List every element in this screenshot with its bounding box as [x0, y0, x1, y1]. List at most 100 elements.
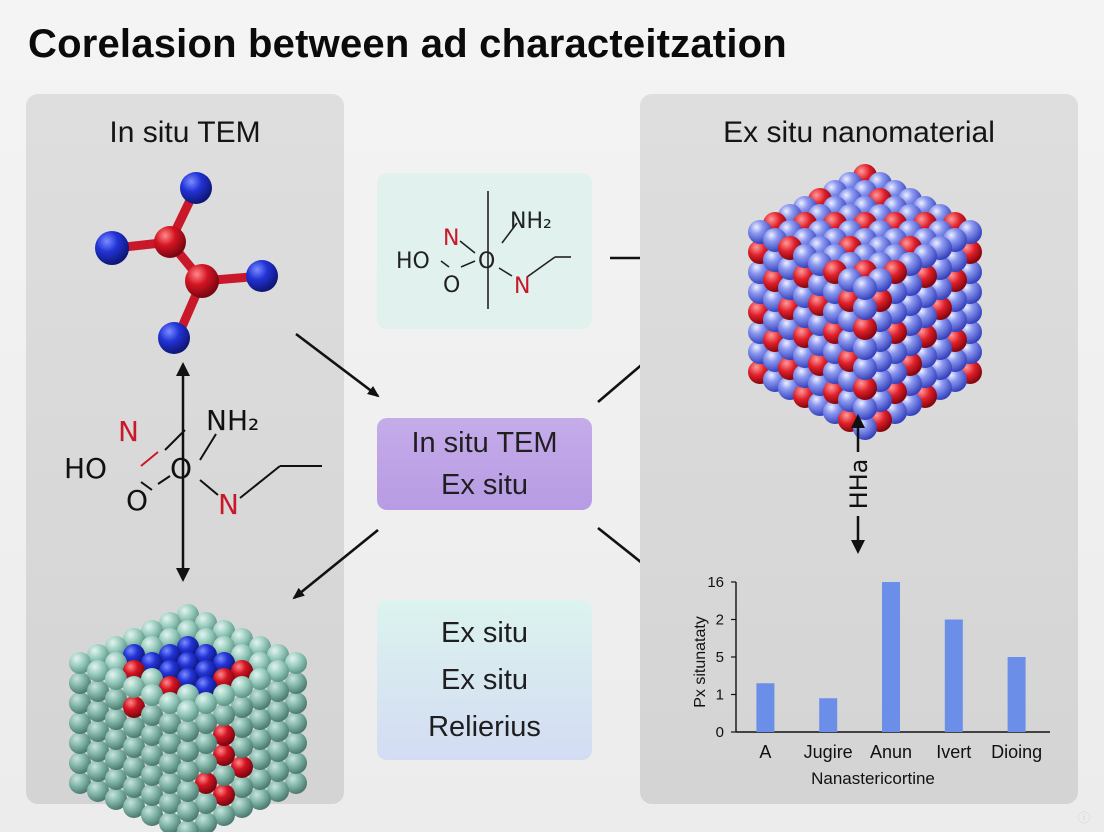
nanocube-atom — [267, 644, 289, 666]
nanocube-atom — [159, 772, 181, 794]
nanocube-atom — [853, 316, 877, 340]
nanocube-atom — [267, 740, 289, 762]
nanocube-atom — [123, 736, 145, 758]
nanocube-atom — [159, 732, 181, 754]
nanocube-atom — [195, 752, 217, 774]
nanocube-atom — [123, 628, 145, 650]
nanocube-atom — [195, 812, 217, 832]
nanocube-atom — [853, 296, 877, 320]
nanocube-atom — [123, 776, 145, 798]
nanocube-atom — [105, 748, 127, 770]
nanocube-atom — [87, 780, 109, 802]
nanocube-atom — [177, 720, 199, 742]
watermark: ⓘ — [1077, 811, 1090, 825]
nanocube-atom — [231, 660, 253, 682]
nanocube-atom — [249, 668, 271, 690]
nanocube-atom — [213, 684, 235, 706]
right-vertical-double-arrow: HHa — [845, 414, 873, 554]
nanocube-atom — [195, 612, 217, 634]
nanocube-atom — [213, 804, 235, 826]
x-tick-label: Jugire — [804, 742, 853, 762]
nanocube-atom — [285, 732, 307, 754]
nanocube-atom — [195, 732, 217, 754]
nanocube-atom — [249, 652, 271, 674]
nanocube-atom — [141, 704, 163, 726]
y-axis-label: Px situnataty — [692, 616, 709, 708]
nanocube-atom — [105, 636, 127, 658]
nanocube-atom — [141, 784, 163, 806]
top-o-bottom: O — [443, 273, 460, 298]
nanocube-atom — [177, 800, 199, 822]
center-box: In situ TEM Ex situ — [377, 418, 592, 510]
ball-stick-molecule — [95, 172, 278, 354]
nanocube-atom — [195, 676, 217, 698]
x-tick-label: Dioing — [991, 742, 1042, 762]
top-ho-group: HO — [396, 249, 430, 274]
nanocube-atom — [267, 780, 289, 802]
nanocube-atom — [195, 692, 217, 714]
nanocube-atom — [105, 768, 127, 790]
nanocube-atom — [141, 744, 163, 766]
nanocube-atom — [195, 644, 217, 666]
nanocube-atom — [141, 764, 163, 786]
nanocube-atom — [87, 740, 109, 762]
nanocube-atom — [213, 652, 235, 674]
nanocube-atom — [123, 660, 145, 682]
nanocube-atom — [195, 792, 217, 814]
nanocube-atom — [141, 636, 163, 658]
nanocube-atom — [177, 760, 199, 782]
nanocube-teal — [69, 604, 307, 832]
nanocube-atom — [177, 820, 199, 832]
nanocube-atom — [159, 712, 181, 734]
nanocube-atom — [159, 628, 181, 650]
y-tick-label: 1 — [716, 687, 724, 704]
nanocube-atom — [213, 704, 235, 726]
nanocube-atom — [87, 700, 109, 722]
nanocube-atom — [69, 692, 91, 714]
right-vertical-label: HHa — [845, 459, 873, 510]
nanocube-blue-red — [748, 164, 982, 440]
bottom-box: Ex situ Ex situ Relierius — [377, 600, 592, 760]
nanocube-atom — [105, 708, 127, 730]
y-tick-label: 2 — [716, 612, 724, 629]
nanocube-atom — [853, 336, 877, 360]
left-nh2-group: NH₂ — [206, 404, 259, 437]
nanocube-atom — [267, 760, 289, 782]
bar — [819, 698, 838, 732]
nanocube-atom — [69, 712, 91, 734]
nanocube-atom — [853, 376, 877, 400]
nanocube-atom — [267, 680, 289, 702]
nanocube-atom — [87, 720, 109, 742]
bar — [756, 683, 775, 732]
page-title: Corelasion between ad characteitzation — [28, 22, 787, 66]
nanocube-atom — [177, 668, 199, 690]
nanocube-atom — [285, 672, 307, 694]
center-box-line-2: Ex situ — [440, 469, 529, 501]
nanocube-atom — [213, 744, 235, 766]
nanocube-atom — [123, 796, 145, 818]
left-n-bottom: N — [218, 488, 239, 521]
nanocube-atom — [141, 684, 163, 706]
nanocube-atom — [69, 652, 91, 674]
nanocube-atom — [285, 692, 307, 714]
nanocube-atom — [141, 804, 163, 826]
nanocube-atom — [105, 788, 127, 810]
nanocube-atom — [123, 644, 145, 666]
nanocube-atom — [141, 724, 163, 746]
nanocube-atom — [213, 668, 235, 690]
x-axis-label: Nanastericortine — [811, 769, 935, 788]
nanocube-atom — [141, 652, 163, 674]
x-tick-label: Ivert — [936, 742, 971, 762]
nanocube-atom — [105, 688, 127, 710]
nanocube-atom — [213, 636, 235, 658]
nanocube-atom — [177, 684, 199, 706]
nanocube-atom — [177, 740, 199, 762]
nanocube-atom — [231, 736, 253, 758]
y-tick-label: 5 — [716, 649, 724, 666]
nanocube-atom — [105, 668, 127, 690]
nanocube-atom — [213, 724, 235, 746]
nanocube-atom — [249, 688, 271, 710]
nanocube-atom — [159, 644, 181, 666]
y-tick-label: 16 — [707, 574, 724, 591]
bottom-box-line-2: Ex situ — [440, 663, 529, 696]
